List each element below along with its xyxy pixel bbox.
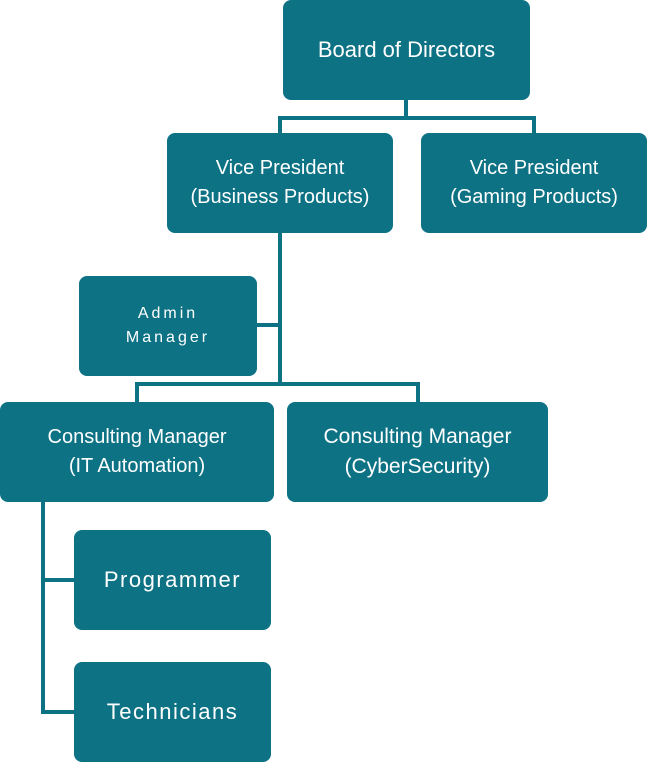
programmer-label: Programmer [103,567,242,593]
admin-manager-line-2: Manager [125,329,211,346]
vp-gaming-division: (Gaming Products) [450,186,618,208]
vp-business-division: (Business Products) [190,186,370,208]
vp-gaming-products-box: Vice President (Gaming Products) [421,133,647,233]
admin-manager-box: Admin Manager [79,276,257,376]
programmer-box: Programmer [74,530,271,630]
vp-business-products-box: Vice President (Business Products) [167,133,393,233]
consulting-it-title: Consulting Manager [47,426,227,448]
connector-board-to-vps [278,98,536,135]
consulting-cyber-title: Consulting Manager [323,424,512,448]
connector-consulting-children [41,500,76,714]
consulting-it-division: (IT Automation) [68,455,206,477]
consulting-manager-cybersecurity-box: Consulting Manager (CyberSecurity) [287,402,548,502]
vp-gaming-title: Vice President [469,157,599,179]
board-label: Board of Directors [317,37,496,63]
board-of-directors-box: Board of Directors [283,0,530,100]
consulting-manager-it-automation-box: Consulting Manager (IT Automation) [0,402,274,502]
connector-to-consulting [135,382,420,404]
consulting-cyber-division: (CyberSecurity) [344,455,491,478]
technicians-label: Technicians [106,699,239,725]
technicians-box: Technicians [74,662,271,762]
admin-manager-line-1: Admin [137,305,199,322]
vp-business-title: Vice President [215,157,345,179]
